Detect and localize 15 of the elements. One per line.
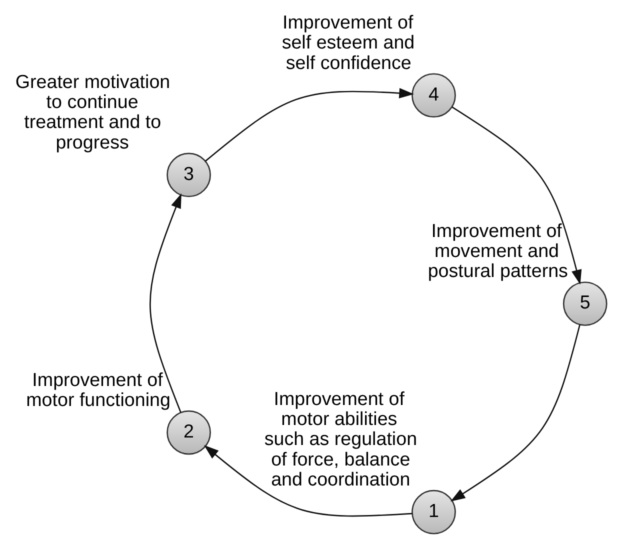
node-circle: 3 xyxy=(166,152,210,198)
node-label: Greater motivation to continue treatment and to progress xyxy=(14,70,170,152)
arrow xyxy=(203,445,412,517)
node-label: Improvement of self esteem and self confidence xyxy=(281,11,414,73)
arrow xyxy=(451,106,582,285)
node-label: Improvement of motor abilities such as regulation of force, balance and coordination xyxy=(264,388,417,490)
node-circle: 2 xyxy=(166,410,210,455)
node-label: Improvement of movement and postural patterns xyxy=(427,220,568,282)
arrow xyxy=(149,193,181,413)
node-circle: 5 xyxy=(562,282,607,326)
node-circle: 1 xyxy=(411,490,456,534)
arrow xyxy=(204,88,414,162)
node-label: Improvement of motor functioning xyxy=(26,368,170,410)
node-circle: 4 xyxy=(411,73,456,118)
arrow xyxy=(450,324,580,502)
